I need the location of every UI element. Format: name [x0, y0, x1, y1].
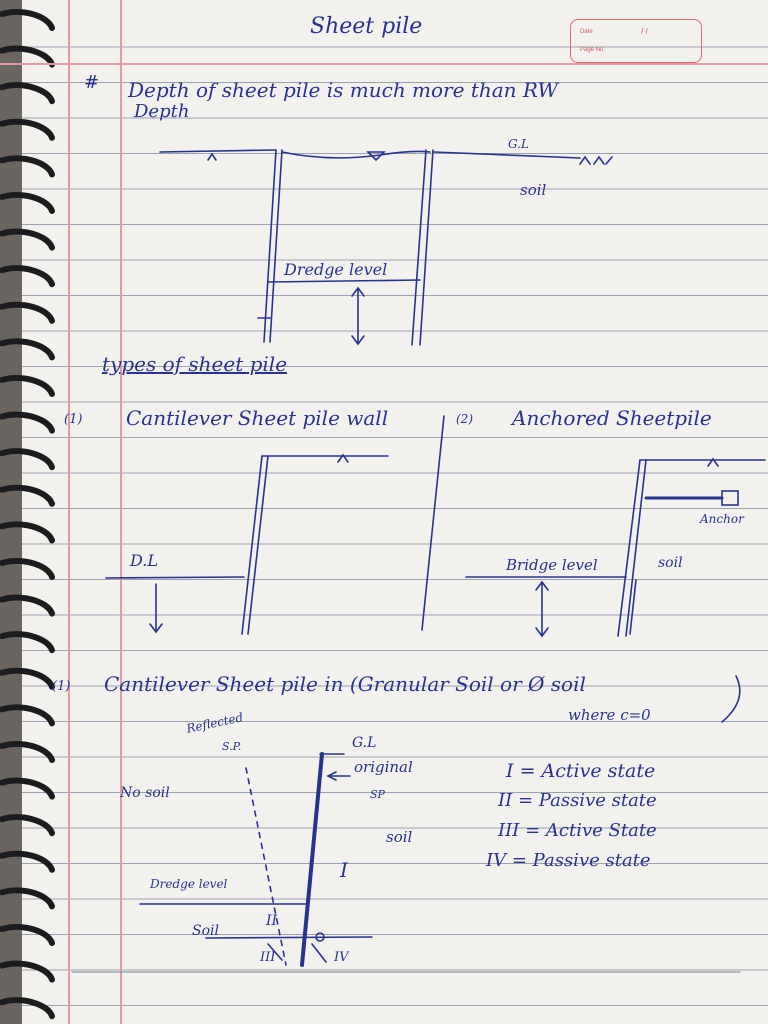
binding-coil — [0, 338, 55, 361]
reflected-sp-label: S.P. — [222, 740, 242, 753]
margin-line — [68, 0, 70, 1024]
dredge-level-label: Dredge level — [284, 260, 388, 279]
binding-coil — [0, 557, 55, 580]
binding-coil — [0, 484, 55, 507]
date-label: Date — [580, 29, 593, 35]
binding-coil — [0, 960, 55, 983]
section-number: (1) — [52, 679, 71, 694]
bridge-level-label: Bridge level — [506, 556, 598, 574]
section-heading: Cantilever Sheet pile in (Granular Soil … — [104, 672, 586, 696]
binding-coil — [0, 850, 55, 873]
binding-coil — [0, 814, 55, 837]
date-slashes: / / — [641, 27, 648, 36]
state-item: I = Active state — [506, 760, 656, 782]
binding-coil — [0, 228, 55, 251]
binding-coil — [0, 594, 55, 617]
binding-coil — [0, 118, 55, 141]
header-rule — [0, 63, 768, 65]
binding-coil — [0, 448, 55, 471]
soil-label: soil — [520, 181, 547, 199]
binding-coil — [0, 631, 55, 654]
soil-label-4: Soil — [192, 923, 219, 939]
soil-label-3: soil — [386, 828, 413, 846]
dl-label: D.L — [130, 551, 158, 570]
intro-line-2: Depth — [134, 101, 190, 122]
zone-ii-label: II — [266, 913, 278, 929]
binding-coil — [0, 667, 55, 690]
binding-coil — [0, 265, 55, 288]
anchor-label: Anchor — [700, 512, 744, 526]
intro-line-1: Depth of sheet pile is much more than RW — [128, 78, 559, 102]
binding-coil — [0, 82, 55, 105]
anchored-pile-diagram — [465, 457, 766, 638]
binding-coil — [0, 8, 55, 31]
binding-coil — [0, 704, 55, 727]
original-sp-label: SP — [370, 788, 385, 801]
zone-iii-label: III — [260, 950, 276, 965]
granular-soil-diagram — [71, 752, 741, 973]
types-heading: types of sheet pile — [102, 352, 288, 376]
state-item: IV = Passive state — [486, 850, 651, 871]
binding-coil — [0, 45, 55, 68]
page-title: Sheet pile — [310, 14, 423, 39]
binding-coil — [0, 777, 55, 800]
gl-label: G.L — [508, 137, 529, 151]
type-1-number: (1) — [64, 412, 83, 427]
spiral-binding — [0, 8, 55, 1020]
gl-label-2: G.L — [352, 735, 377, 751]
binding-coil — [0, 411, 55, 434]
binding-coil — [0, 301, 55, 324]
notebook-spine — [0, 0, 22, 1024]
soil-label-2: soil — [658, 555, 683, 571]
type-2-title: Anchored Sheetpile — [512, 406, 712, 430]
binding-coil — [0, 374, 55, 397]
bullet-mark: # — [84, 72, 100, 93]
binding-coil — [0, 887, 55, 910]
no-soil-label: No soil — [120, 785, 170, 801]
type-2-number: (2) — [456, 412, 473, 426]
binding-coil — [0, 521, 55, 544]
state-item: III = Active State — [498, 820, 657, 841]
margin-line — [120, 0, 122, 1024]
original-label: original — [354, 758, 413, 776]
binding-coil — [0, 155, 55, 178]
zone-i-label: I — [340, 858, 348, 882]
binding-coil — [0, 923, 55, 946]
binding-coil — [0, 740, 55, 763]
binding-coil — [0, 997, 55, 1020]
where-c-zero: where c=0 — [568, 706, 651, 724]
type-1-title: Cantilever Sheet pile wall — [126, 406, 389, 430]
diagram-1 — [159, 149, 613, 346]
dredge-level-label-2: Dredge level — [150, 877, 228, 891]
date-page-box: Date / / Page No. — [570, 19, 702, 63]
state-item: II = Passive state — [498, 790, 657, 811]
cantilever-wall-diagram — [105, 415, 445, 635]
zone-iv-label: IV — [334, 950, 349, 965]
page-no-label: Page No. — [580, 47, 606, 53]
binding-coil — [0, 191, 55, 214]
